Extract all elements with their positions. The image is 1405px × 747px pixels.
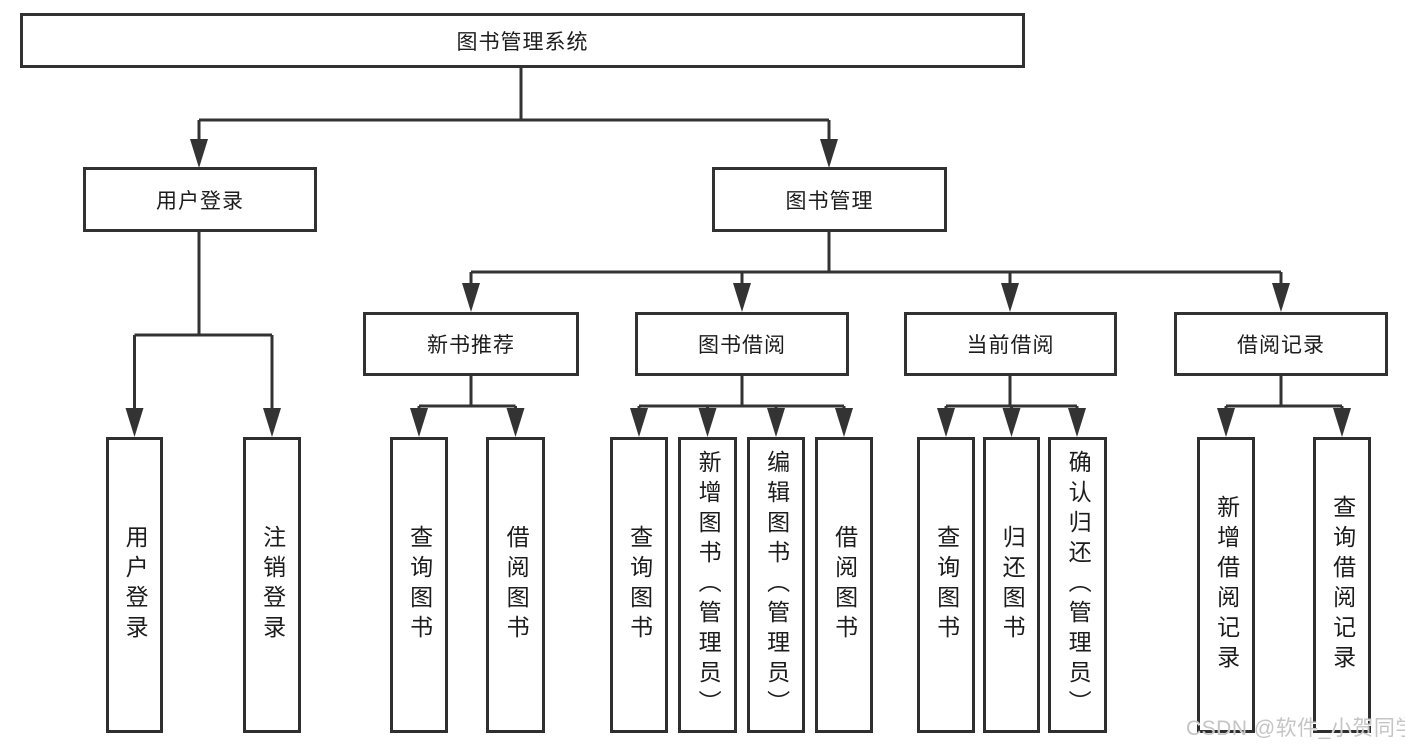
leaf-label: 归还图书 [999,525,1026,645]
leaf-label: 新增借阅记录 [1213,495,1240,675]
node-label: 用户登录 [156,189,244,213]
leaf-query-books-2: 查询图书 [610,437,668,733]
leaf-label: 编辑图书（管理员） [763,450,790,720]
leaf-label: 借阅图书 [503,525,530,645]
leaf-label: 确认归还（管理员） [1065,450,1092,720]
leaf-edit-books-admin: 编辑图书（管理员） [747,437,805,733]
leaf-add-books-admin: 新增图书（管理员） [678,437,737,733]
leaf-query-books-3: 查询图书 [917,437,975,733]
leaf-borrow-books-2: 借阅图书 [815,437,873,733]
leaf-confirm-return-admin: 确认归还（管理员） [1048,437,1107,733]
leaf-query-borrow-record: 查询借阅记录 [1313,437,1371,733]
leaf-label: 查询借阅记录 [1329,495,1356,675]
leaf-logout: 注销登录 [243,437,301,733]
leaf-label: 借阅图书 [831,525,858,645]
leaf-borrow-books-1: 借阅图书 [486,437,545,733]
leaf-return-books: 归还图书 [983,437,1040,733]
node-new-book-recommendation: 新书推荐 [363,312,579,376]
node-current-borrowing: 当前借阅 [904,312,1117,376]
node-label: 图书管理 [785,189,874,213]
leaf-user-login: 用户登录 [106,437,163,733]
node-book-management-branch: 图书管理 [712,167,947,232]
node-borrowing-records: 借阅记录 [1174,312,1388,376]
leaf-label: 查询图书 [933,525,960,645]
leaf-label: 新增图书（管理员） [695,450,722,720]
leaf-add-borrow-record: 新增借阅记录 [1197,437,1255,733]
node-root-system: 图书管理系统 [20,13,1025,68]
leaf-query-books-1: 查询图书 [390,437,448,733]
node-label: 图书借阅 [698,334,786,357]
leaf-label: 注销登录 [259,525,286,645]
node-user-login-branch: 用户登录 [83,167,317,232]
csdn-watermark: CSDN @软件_小贺同学 [1186,717,1405,740]
node-book-borrowing: 图书借阅 [635,312,849,376]
leaf-label: 用户登录 [122,525,149,645]
node-label: 新书推荐 [427,334,515,357]
node-root-label: 图书管理系统 [456,30,589,54]
leaf-label: 查询图书 [626,525,653,645]
leaf-label: 查询图书 [406,525,433,645]
node-label: 借阅记录 [1237,334,1325,357]
node-label: 当前借阅 [966,334,1055,357]
